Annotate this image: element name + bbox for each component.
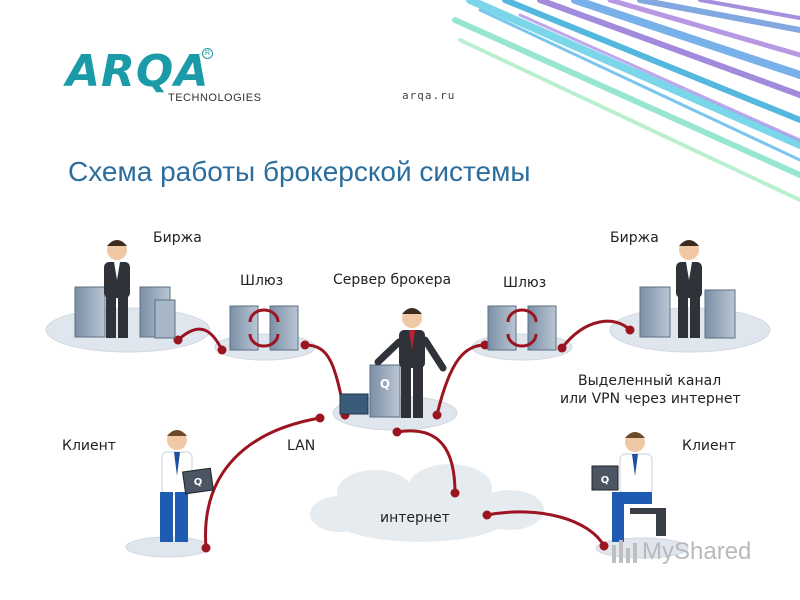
sync-arrow-icon	[506, 333, 538, 348]
internet-cloud	[310, 464, 544, 542]
site-url: arqa.ru	[402, 89, 456, 102]
person-icon	[160, 430, 193, 542]
label-dedicated-line-1: Выделенный канал	[578, 373, 722, 389]
chair-seat	[630, 508, 666, 514]
link-internet-client	[485, 510, 606, 548]
broker-server-node: Q	[339, 308, 447, 418]
connection-nodes	[173, 325, 635, 553]
laptop-logo-glyph: Q	[194, 477, 203, 488]
client-right-node: Q	[591, 432, 666, 542]
client-left-node: Q	[160, 430, 214, 542]
person-icon	[374, 308, 447, 418]
monitor-icon	[339, 393, 369, 415]
server-logo-glyph: Q	[380, 377, 390, 391]
laptop-logo-glyph: Q	[601, 475, 610, 486]
person-icon	[676, 240, 702, 338]
link-broker-client-lan	[204, 416, 322, 550]
label-exchange-left: Биржа	[153, 230, 202, 246]
sync-arrow-icon	[248, 308, 280, 323]
brand-subtitle: TECHNOLOGIES	[168, 92, 262, 104]
link-gateway-broker-left	[303, 343, 347, 417]
chair-icon	[656, 508, 666, 536]
laptop-icon	[591, 465, 619, 491]
label-lan: LAN	[287, 438, 316, 454]
server-icon	[639, 286, 671, 338]
label-gateway-right: Шлюз	[503, 275, 547, 291]
server-icon	[74, 286, 106, 338]
person-icon	[612, 432, 653, 542]
link-gateway-exchange-right	[560, 319, 632, 350]
watermark-text: MyShared	[642, 538, 752, 565]
exchange-right-node	[639, 240, 736, 339]
label-exchange-right: Биржа	[610, 230, 659, 246]
gateway-left-node	[229, 305, 299, 351]
watermark-icon	[612, 540, 637, 563]
gateway-right-node	[487, 305, 557, 351]
page-title: Схема работы брокерской системы	[68, 156, 531, 187]
label-dedicated-line-2: или VPN через интернет	[560, 391, 741, 407]
link-exchange-gateway-left	[176, 327, 224, 352]
decorative-streaks	[452, 0, 800, 202]
exchange-left-node	[74, 240, 176, 339]
laptop-icon	[182, 467, 214, 495]
label-gateway-left: Шлюз	[240, 273, 284, 289]
label-client-left: Клиент	[62, 438, 116, 454]
brand-logo: ARQA	[66, 46, 210, 97]
label-client-right: Клиент	[682, 438, 736, 454]
link-broker-gateway-right	[435, 343, 487, 417]
label-internet: интернет	[380, 510, 450, 526]
link-broker-internet	[395, 429, 457, 495]
server-icon	[369, 364, 401, 418]
connections	[176, 319, 632, 550]
server-icon	[154, 299, 176, 339]
server-icon	[704, 289, 736, 339]
sync-arrow-icon	[248, 333, 280, 348]
sync-arrow-icon	[506, 308, 538, 323]
person-icon	[104, 240, 130, 338]
label-broker-server: Сервер брокера	[333, 272, 452, 288]
registered-mark: R	[202, 48, 213, 59]
